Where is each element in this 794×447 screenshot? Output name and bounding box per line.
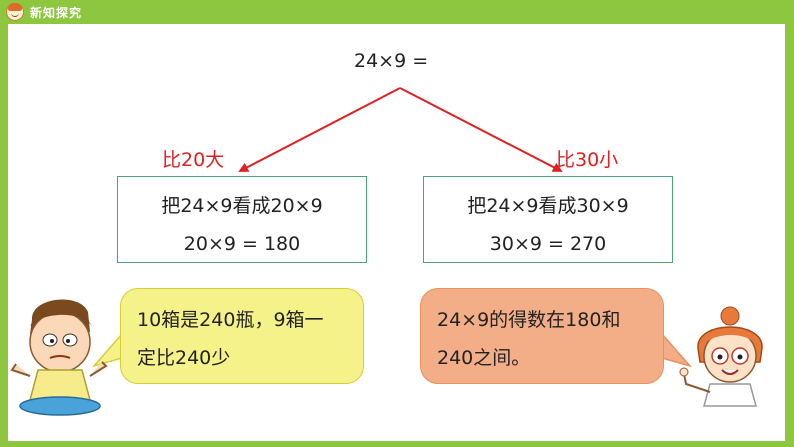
section-title: 新知探究 xyxy=(30,6,83,20)
right-estimate-box: 把24×9看成30×9 30×9 = 270 xyxy=(423,176,673,263)
right-bubble-line2: 240之间。 xyxy=(437,347,531,369)
right-speech-bubble: 24×9的得数在180和 240之间。 xyxy=(420,288,664,384)
right-arrow xyxy=(399,87,563,172)
right-box-line1: 把24×9看成30×9 xyxy=(467,195,629,217)
left-estimate-label: 比20大 xyxy=(162,149,225,171)
boy-character-icon xyxy=(10,299,108,416)
mascot-logo-icon xyxy=(6,3,24,21)
left-bubble-line1: 10箱是240瓶，9箱一 xyxy=(137,309,324,331)
header-bar: 新知探究 xyxy=(0,0,794,24)
left-box-line2: 20×9 = 180 xyxy=(183,233,301,255)
right-bubble-line1: 24×9的得数在180和 xyxy=(437,309,621,331)
girl-character-icon xyxy=(679,306,763,407)
right-box-line2: 30×9 = 270 xyxy=(489,233,607,255)
left-speech-bubble: 10箱是240瓶，9箱一 定比240少 xyxy=(120,288,364,384)
left-bubble-line2: 定比240少 xyxy=(137,347,231,369)
right-estimate-label: 比30小 xyxy=(556,149,619,171)
left-arrow xyxy=(238,87,401,172)
left-estimate-box: 把24×9看成20×9 20×9 = 180 xyxy=(117,176,367,263)
left-box-line1: 把24×9看成20×9 xyxy=(161,195,323,217)
equation: 24×9 = xyxy=(354,50,429,72)
